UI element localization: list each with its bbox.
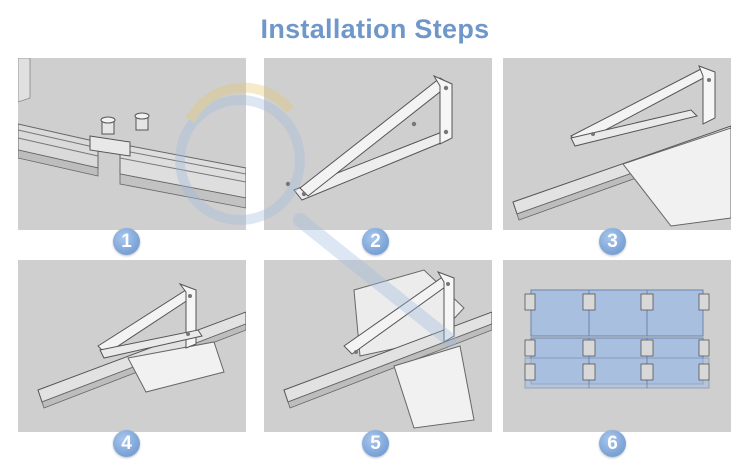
page-title: Installation Steps xyxy=(260,14,490,44)
panel-array-illustration xyxy=(524,289,710,389)
bracket-on-rail-illustration xyxy=(512,65,731,227)
bracket-assembly-illustration xyxy=(37,282,246,409)
bolt-icon xyxy=(134,112,150,131)
rail-splice-illustration xyxy=(18,58,246,209)
step-2-badge: 2 xyxy=(362,228,389,255)
step-6-image xyxy=(503,260,731,432)
step-4-image xyxy=(18,260,246,432)
step-1-badge: 1 xyxy=(113,228,140,255)
step-6-badge: 6 xyxy=(599,430,626,457)
step-1-image xyxy=(18,58,246,230)
step-5-badge: 5 xyxy=(362,430,389,457)
panel-mounted-illustration xyxy=(283,269,492,429)
step-3-badge: 3 xyxy=(599,228,626,255)
step-4-badge: 4 xyxy=(113,430,140,457)
step-3-image xyxy=(503,58,731,230)
step-2-image xyxy=(264,58,492,230)
bolt-icon xyxy=(100,116,116,135)
bracket-illustration xyxy=(285,74,453,201)
step-5-image xyxy=(264,260,492,432)
